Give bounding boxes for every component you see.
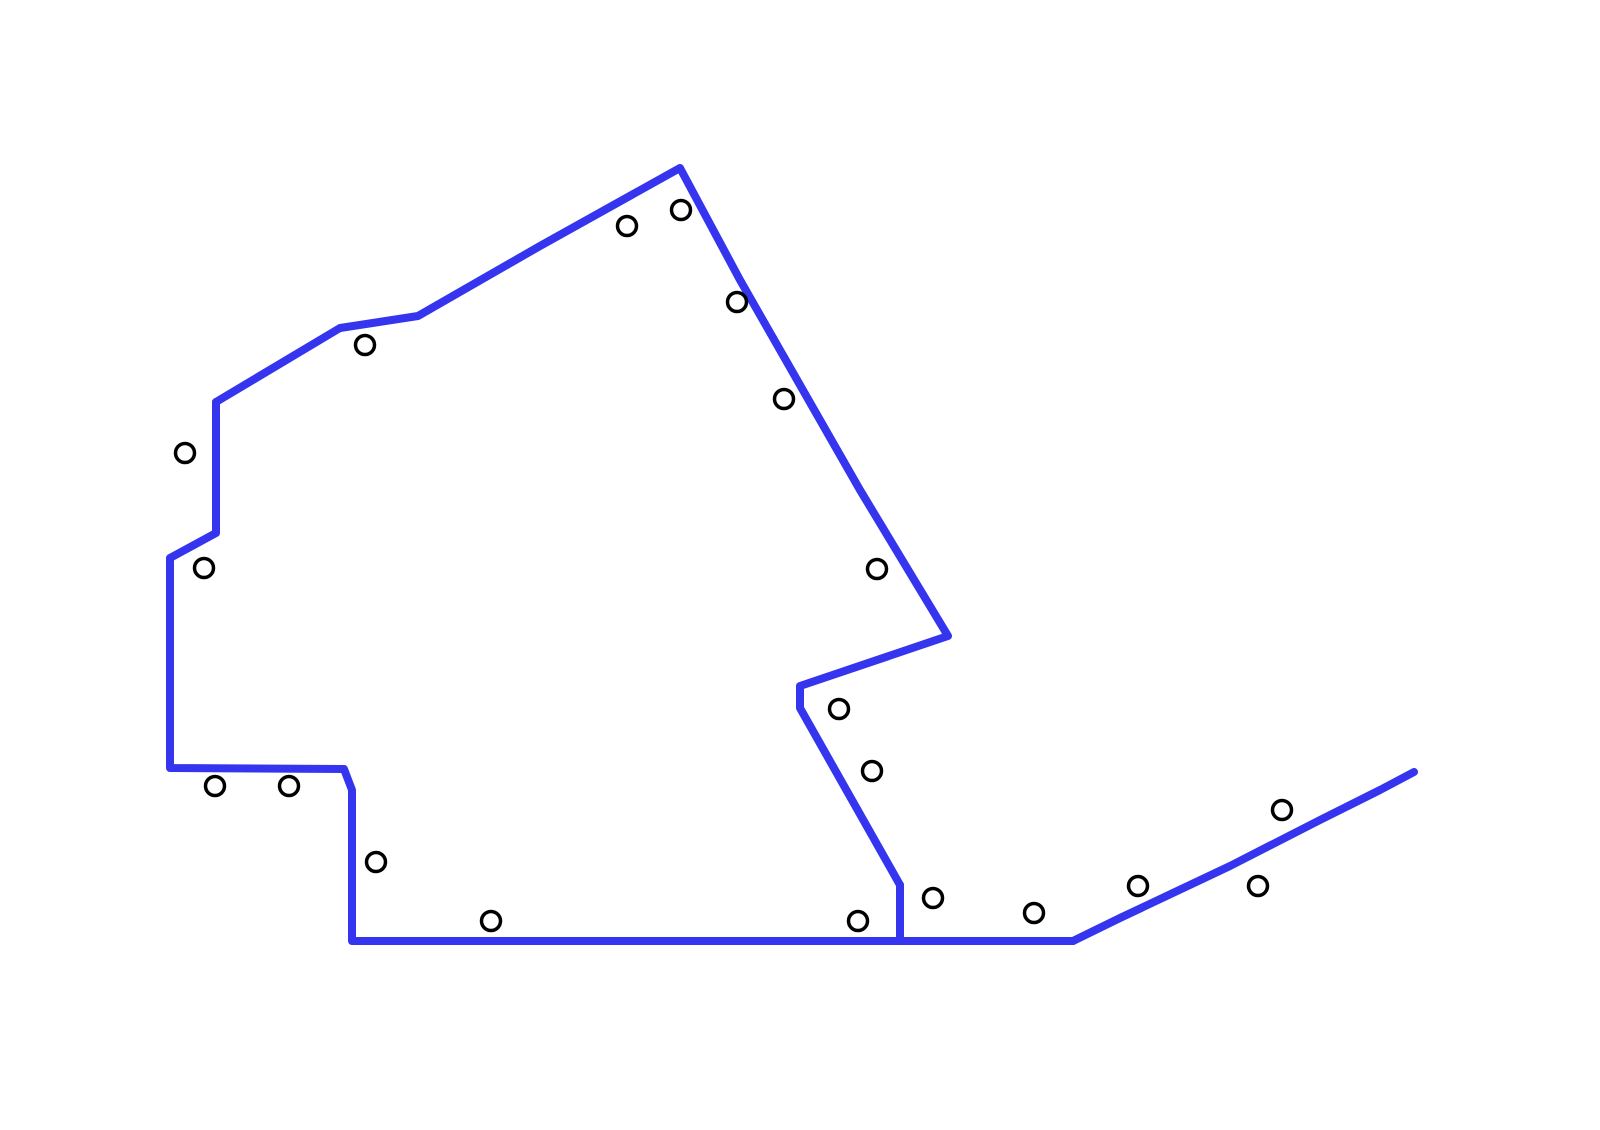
- marker-point: [921, 886, 945, 910]
- marker-point: [364, 850, 388, 874]
- marker-point: [1022, 901, 1046, 925]
- marker-point: [479, 909, 503, 933]
- marker-point: [1270, 798, 1294, 822]
- marker-point: [615, 214, 639, 238]
- marker-point: [669, 198, 693, 222]
- marker-point: [353, 333, 377, 357]
- marker-point: [865, 557, 889, 581]
- marker-point: [1126, 874, 1150, 898]
- marker-point: [827, 697, 851, 721]
- marker-point: [277, 774, 301, 798]
- marker-point: [203, 774, 227, 798]
- marker-point: [1246, 874, 1270, 898]
- tail-segment: [1069, 768, 1418, 945]
- boundary-outline: [212, 164, 952, 945]
- marker-point: [846, 909, 870, 933]
- marker-point: [772, 387, 796, 411]
- marker-point: [192, 556, 216, 580]
- marker-point: [860, 759, 884, 783]
- marker-point: [725, 290, 749, 314]
- boundary-outline: [166, 398, 1077, 945]
- marker-point: [173, 441, 197, 465]
